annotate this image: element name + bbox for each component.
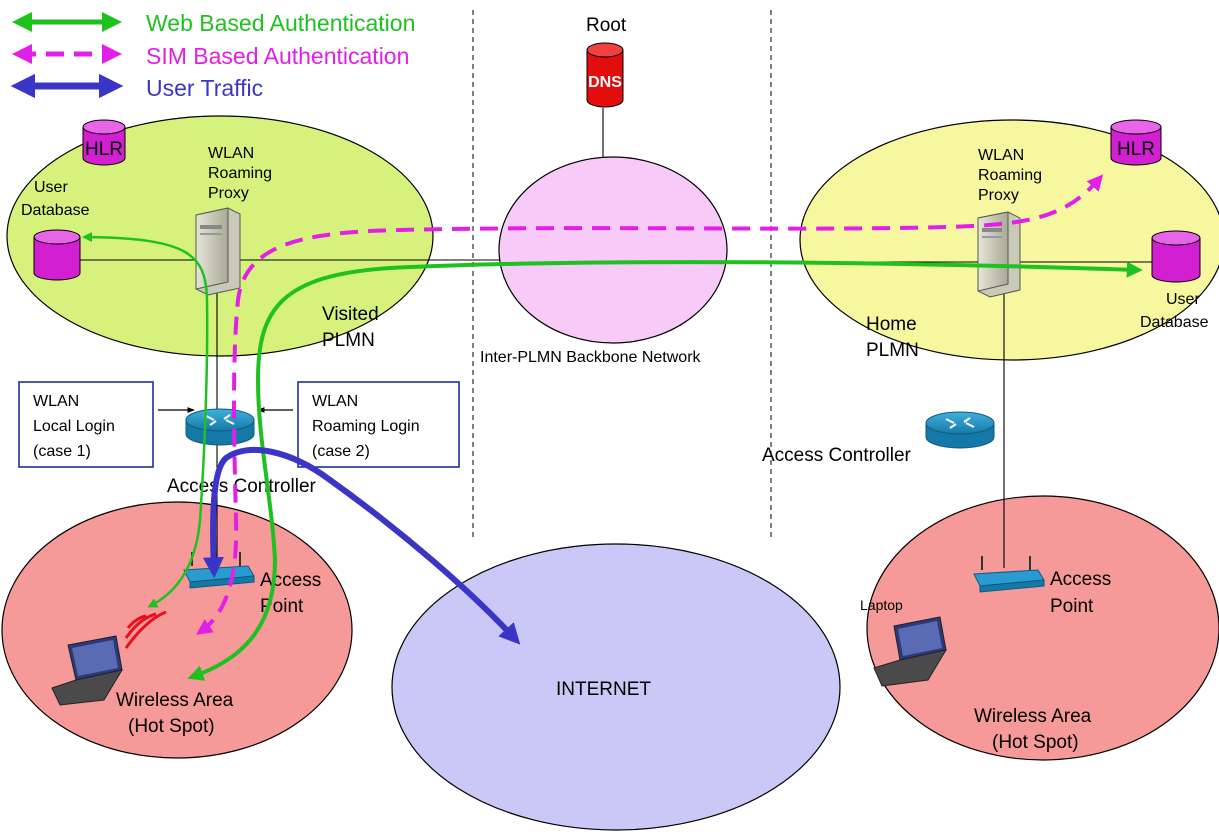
internet-label: INTERNET: [556, 679, 651, 700]
legend-traffic-label: User Traffic: [146, 75, 263, 101]
visited-proxy-label-3: Proxy: [208, 185, 249, 202]
home-proxy-label-2: Roaming: [978, 167, 1042, 184]
visited-access-controller-router-icon: [185, 408, 255, 446]
legend: Web Based Authentication SIM Based Authe…: [10, 10, 415, 101]
home-access-controller-label: Access Controller: [762, 445, 912, 466]
home-user-db-label-2: Database: [1140, 314, 1209, 331]
home-access-point-label-2: Point: [1050, 596, 1094, 617]
home-plmn-label-1: Home: [866, 314, 917, 335]
home-access-controller-router-icon: [925, 411, 995, 449]
wifi-signal-icon: [124, 610, 167, 649]
backbone-label: Inter-PLMN Backbone Network: [480, 349, 702, 366]
roaming-login-label-3: (case 2): [312, 443, 370, 460]
home-hlr-label: HLR: [1117, 139, 1155, 160]
home-plmn-label-2: PLMN: [866, 340, 919, 361]
visited-laptop-icon: [51, 635, 124, 706]
local-login-label-1: WLAN: [33, 393, 79, 410]
home-wireless-area-label-2: (Hot Spot): [992, 732, 1079, 753]
visited-user-db-label-2: Database: [21, 202, 90, 219]
home-laptop-label: Laptop: [860, 597, 903, 613]
roaming-login-label-2: Roaming Login: [312, 418, 420, 435]
home-user-database-cylinder: [1151, 230, 1201, 283]
roaming-login-label-1: WLAN: [312, 393, 358, 410]
visited-wireless-area-label-1: Wireless Area: [116, 690, 234, 711]
user-traffic-path: [202, 446, 521, 645]
visited-proxy-label-2: Roaming: [208, 165, 272, 182]
local-login-label-3: (case 1): [33, 443, 91, 460]
dns-label: DNS: [588, 74, 622, 91]
visited-plmn-label-1: Visited: [322, 304, 379, 325]
visited-access-controller-label: Access Controller: [167, 476, 317, 497]
home-user-db-label-1: User: [1166, 291, 1200, 308]
visited-hlr-cylinder: HLR: [82, 119, 126, 166]
root-label: Root: [586, 15, 627, 36]
visited-hlr-label: HLR: [85, 139, 123, 160]
home-proxy-label-3: Proxy: [978, 187, 1019, 204]
home-proxy-label-1: WLAN: [978, 147, 1024, 164]
local-login-label-2: Local Login: [33, 418, 115, 435]
visited-proxy-server-icon: [195, 207, 241, 296]
home-hlr-cylinder: HLR: [1110, 119, 1162, 166]
dns-cylinder: DNS: [586, 42, 624, 108]
backbone-ellipse: [498, 156, 728, 344]
visited-plmn-label-2: PLMN: [322, 330, 375, 351]
visited-wireless-area-label-2: (Hot Spot): [128, 716, 215, 737]
home-wireless-area-label-1: Wireless Area: [974, 706, 1092, 727]
home-access-point-label-1: Access: [1050, 569, 1111, 590]
visited-user-database-cylinder: [33, 229, 81, 281]
visited-access-point-label-1: Access: [260, 570, 321, 591]
legend-web-label: Web Based Authentication: [146, 10, 415, 36]
visited-proxy-label-1: WLAN: [208, 145, 254, 162]
legend-sim-label: SIM Based Authentication: [146, 43, 409, 69]
visited-user-db-label-1: User: [34, 179, 68, 196]
